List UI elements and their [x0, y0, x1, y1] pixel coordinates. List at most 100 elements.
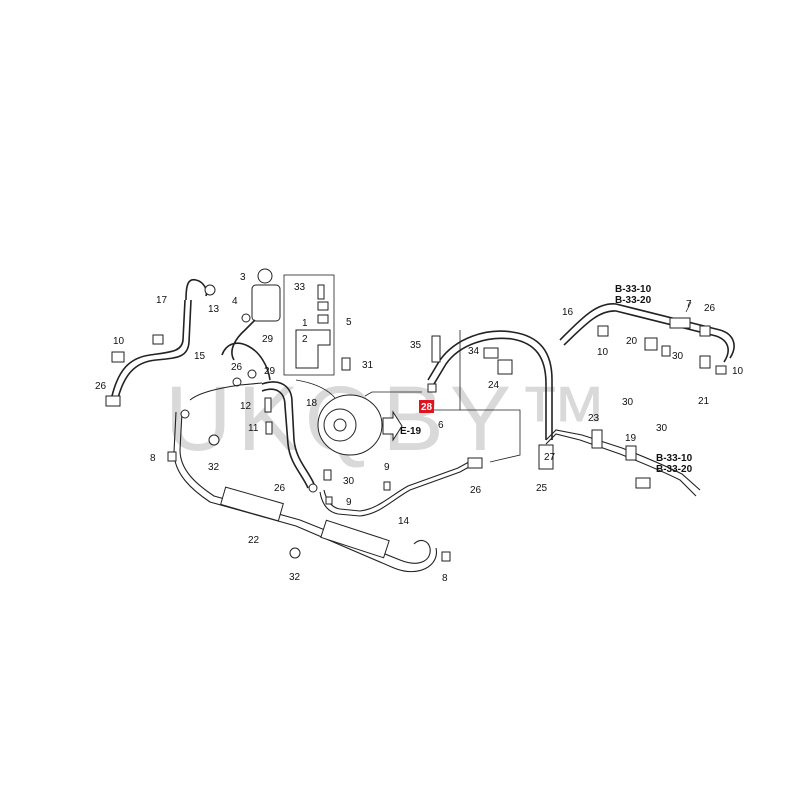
hose-15: [221, 342, 271, 381]
washer-28: [427, 383, 437, 393]
callout-2: 2: [302, 334, 308, 345]
clip-10-mid: [597, 325, 609, 337]
bolt-8-left: [167, 451, 177, 462]
callout-20: 20: [626, 336, 638, 347]
callout-30-low: 30: [656, 423, 668, 434]
cooler-22-b: [320, 519, 390, 559]
callout-23: 23: [588, 413, 600, 424]
clamp-10-left: [111, 351, 125, 363]
part-19: [625, 445, 637, 461]
hose-18-b: [261, 388, 309, 489]
callout-27: 27: [544, 452, 556, 463]
bracket-5: [295, 329, 331, 369]
callout-9-mid: 9: [346, 497, 352, 508]
callout-34: 34: [468, 346, 480, 357]
callout-29-b: 29: [264, 366, 276, 377]
callout-19: 19: [625, 433, 637, 444]
callout-8-right: 8: [442, 573, 448, 584]
clamp-29-top: [241, 313, 251, 323]
bolt-33: [317, 284, 325, 300]
callout-6: 6: [438, 420, 444, 431]
clamp-34: [483, 347, 499, 359]
bolt-32-b: [289, 547, 301, 559]
bolt-30-mid: [323, 469, 332, 481]
callout-26-b: 26: [231, 362, 243, 373]
group-box-5: [283, 274, 335, 376]
cooler-22-a: [220, 486, 284, 522]
part-9-mid: [325, 496, 333, 505]
clamp-right-low: [635, 477, 651, 489]
clamp-7: [669, 317, 691, 329]
callout-8-left: 8: [150, 453, 156, 464]
part-1: [317, 301, 329, 311]
clamp-26-d: [467, 457, 483, 469]
clamp-26-c: [308, 483, 318, 493]
part-35: [431, 335, 441, 363]
callout-26-e: 26: [704, 303, 716, 314]
part-23: [591, 429, 603, 449]
callout-33: 33: [294, 282, 306, 293]
callout-10-right: 10: [732, 366, 744, 377]
reservoir-cap: [257, 268, 273, 284]
clamp-13: [204, 284, 216, 296]
callout-1: 1: [302, 318, 308, 329]
line-14: [319, 461, 479, 517]
hose-17-top: [185, 278, 208, 301]
callout-26-c: 26: [274, 483, 286, 494]
leader-28: [364, 391, 422, 397]
hose-16: [559, 303, 735, 359]
bolt-32-a: [208, 434, 220, 446]
leader-pump: [295, 379, 336, 399]
part-11: [265, 421, 273, 435]
pump-hub: [333, 418, 347, 432]
highlight-28-label: 28: [421, 402, 433, 413]
bracket-24: [497, 359, 513, 375]
callout-15: 15: [194, 351, 206, 362]
hose-17-b: [117, 299, 192, 399]
bolt-8-right: [441, 551, 451, 562]
callout-25: 25: [536, 483, 548, 494]
bolt-31: [341, 357, 351, 371]
filter-25: [538, 444, 554, 470]
callout-4: 4: [232, 296, 238, 307]
callout-9-top: 9: [384, 462, 390, 473]
callout-10-mid: 10: [597, 347, 609, 358]
part-9-low: [383, 481, 391, 491]
clip-10-left: [152, 334, 164, 345]
callout-32-a: 32: [208, 462, 220, 473]
highlight-28-box: [419, 400, 434, 413]
line-22-a: [179, 411, 431, 564]
hose-16-b: [563, 310, 729, 363]
leader-ref-top: [685, 301, 692, 313]
hose-reservoir: [231, 319, 256, 361]
callout-11: 11: [248, 423, 259, 434]
bolt-30-right: [661, 345, 671, 357]
ref-e-19: E-19: [400, 426, 422, 437]
ref-b-33-20-low: B-33-20: [656, 464, 693, 475]
reservoir-4: [251, 284, 281, 322]
part-2: [317, 314, 329, 324]
callout-16: 16: [562, 307, 574, 318]
callout-17: 17: [156, 295, 168, 306]
ref-b-33-10-top: B-33-10: [615, 284, 652, 295]
hose-18: [261, 381, 315, 485]
callout-13: 13: [208, 304, 220, 315]
hose-6: [427, 330, 553, 440]
clamp-26-e: [699, 325, 711, 337]
callout-21: 21: [698, 396, 710, 407]
callout-29-top: 29: [262, 334, 274, 345]
callout-5: 5: [346, 317, 352, 328]
callout-22: 22: [248, 535, 260, 546]
clamp-26-left: [105, 395, 121, 407]
part-12: [264, 397, 272, 413]
hose-6-b: [433, 337, 547, 440]
clamp-line: [180, 409, 190, 419]
ref-b-33-20-top: B-33-20: [615, 295, 652, 306]
callout-24: 24: [488, 380, 500, 391]
callout-30-mid: 30: [343, 476, 355, 487]
callout-14: 14: [398, 516, 410, 527]
callout-35: 35: [410, 340, 422, 351]
part-20: [644, 337, 658, 351]
